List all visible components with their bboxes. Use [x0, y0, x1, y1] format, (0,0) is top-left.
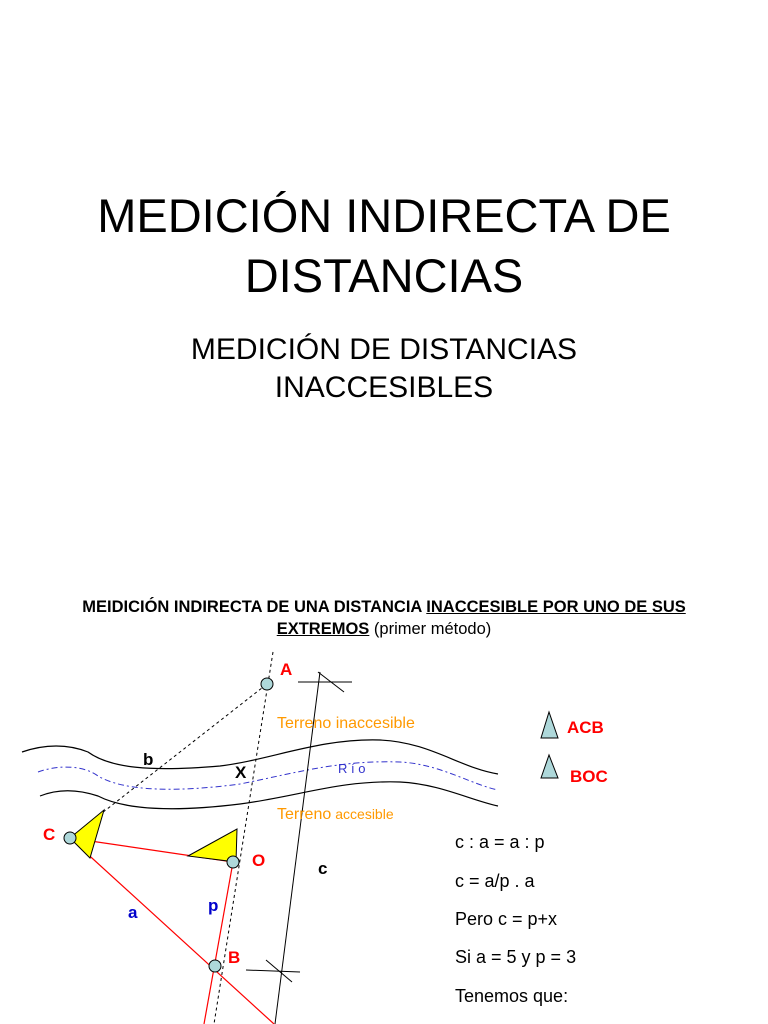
caption-part-3: (primer método): [369, 620, 492, 638]
point-B-marker: [208, 959, 222, 973]
river-centerline: [37, 761, 499, 791]
label-O: O: [252, 851, 265, 870]
equation-4: Si a = 5 y p = 3: [455, 947, 577, 967]
slide-subtitle: MEDICIÓN DE DISTANCIAS INACCESIBLES: [0, 331, 768, 407]
river-bank-upper: [21, 739, 499, 775]
label-B: B: [228, 948, 240, 967]
label-segment-b: b: [143, 750, 153, 769]
slide-title: MEDICIÓN INDIRECTA DE DISTANCIAS: [97, 189, 671, 302]
label-segment-c: c: [318, 859, 327, 878]
equation-1: c : a = a : p: [455, 832, 545, 852]
diagram-caption: MEIDICIÓN INDIRECTA DE UNA DISTANCIA INA…: [40, 596, 728, 640]
point-A-marker: [260, 677, 274, 691]
label-rio: R í o: [338, 761, 365, 776]
label-terreno-word: Terreno: [277, 806, 331, 823]
tick-bottom-1: [245, 969, 301, 973]
line-A-down-dashed: [213, 651, 274, 1024]
caption-part-2: INACCESIBLE POR UNO DE SUS EXTREMOS: [276, 598, 686, 638]
point-O-marker: [226, 855, 240, 869]
label-segment-a: a: [128, 903, 138, 922]
equation-3: Pero c = p+x: [455, 909, 558, 929]
legend-triangle-ACB: [540, 710, 559, 739]
label-segment-p: p: [208, 896, 218, 915]
caption-part-1: MEIDICIÓN INDIRECTA DE UNA DISTANCIA: [82, 598, 427, 616]
segment-a: [69, 837, 275, 1024]
subtitle-line-2: INACCESIBLES: [274, 371, 494, 404]
label-accesible-word: accesible: [335, 806, 394, 822]
subtitle-line-1: MEDICIÓN DE DISTANCIAS: [190, 333, 578, 366]
label-C: C: [43, 825, 55, 844]
point-C-marker: [63, 831, 77, 845]
label-X: X: [235, 763, 247, 782]
equation-2: c = a/p . a: [455, 871, 535, 891]
segment-p: [203, 861, 234, 1024]
equation-5: Tenemos que:: [455, 986, 569, 1006]
legend-triangle-BOC: [540, 753, 559, 779]
river-bank-lower: [39, 781, 499, 810]
tick-top-2: [317, 671, 345, 693]
triangle-O: [186, 828, 238, 863]
label-terreno-inaccesible: Terreno inaccesible: [277, 715, 415, 732]
label-A: A: [280, 660, 292, 679]
triangle-C: [69, 808, 105, 859]
legend-label-BOC: BOC: [570, 767, 608, 786]
tick-bottom-2: [265, 959, 293, 983]
legend-label-ACB: ACB: [567, 718, 604, 737]
line-c: [274, 671, 321, 1024]
